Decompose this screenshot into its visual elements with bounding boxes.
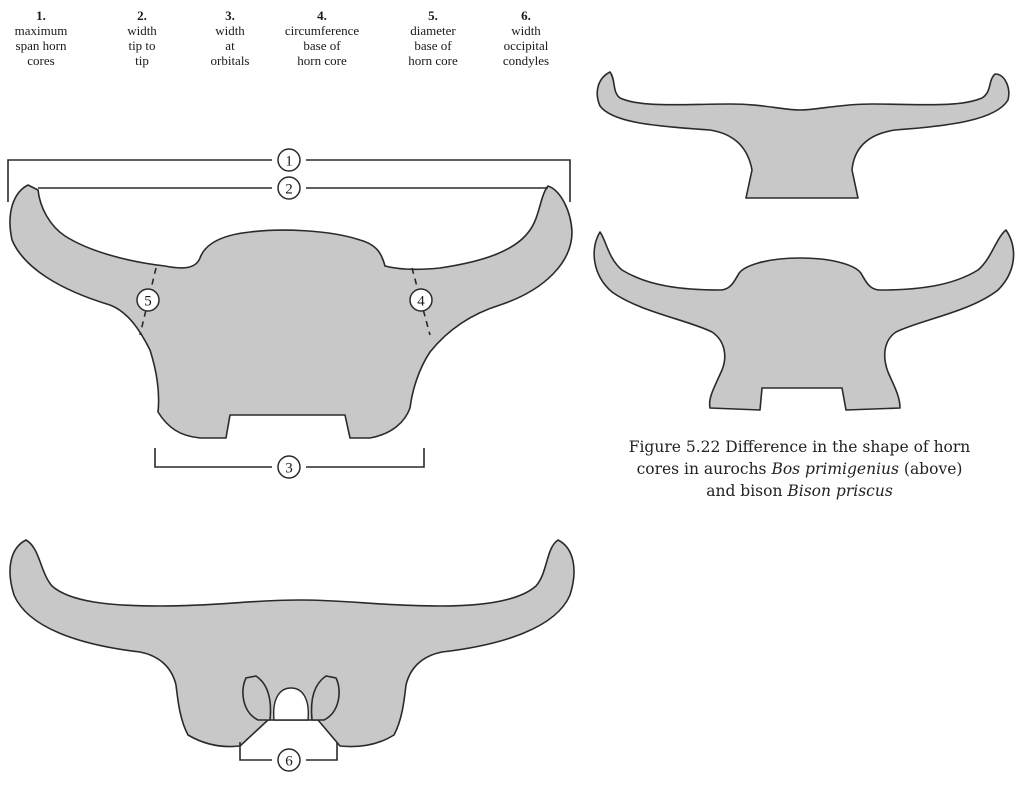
marker-4-label: 4	[417, 294, 425, 310]
caption-line-1: Figure 5.22 Difference in the shape of h…	[580, 436, 1019, 458]
foramen-magnum	[274, 688, 309, 720]
marker-5: 5	[137, 289, 159, 311]
skull-main-silhouette	[10, 185, 572, 438]
caption-species-aurochs: Bos primigenius	[771, 460, 899, 478]
marker-6-label: 6	[285, 754, 293, 770]
caption-text: cores in aurochs	[637, 460, 772, 478]
caption-text: and bison	[706, 482, 787, 500]
marker-5-label: 5	[144, 294, 152, 310]
marker-2-label: 2	[285, 182, 293, 198]
caption-line-3: and bison Bison priscus	[580, 480, 1019, 502]
marker-1-label: 1	[285, 154, 293, 170]
marker-2: 2	[278, 177, 300, 199]
marker-3-label: 3	[285, 461, 293, 477]
marker-1: 1	[278, 149, 300, 171]
aurochs-skull-silhouette	[597, 72, 1009, 198]
marker-6: 6	[278, 749, 300, 771]
bison-skull-silhouette	[594, 230, 1013, 410]
figure-caption: Figure 5.22 Difference in the shape of h…	[580, 436, 1019, 502]
caption-species-bison: Bison priscus	[787, 482, 892, 500]
marker-3: 3	[278, 456, 300, 478]
marker-4: 4	[410, 289, 432, 311]
caption-line-2: cores in aurochs Bos primigenius (above)	[580, 458, 1019, 480]
caption-text: (above)	[899, 460, 962, 478]
